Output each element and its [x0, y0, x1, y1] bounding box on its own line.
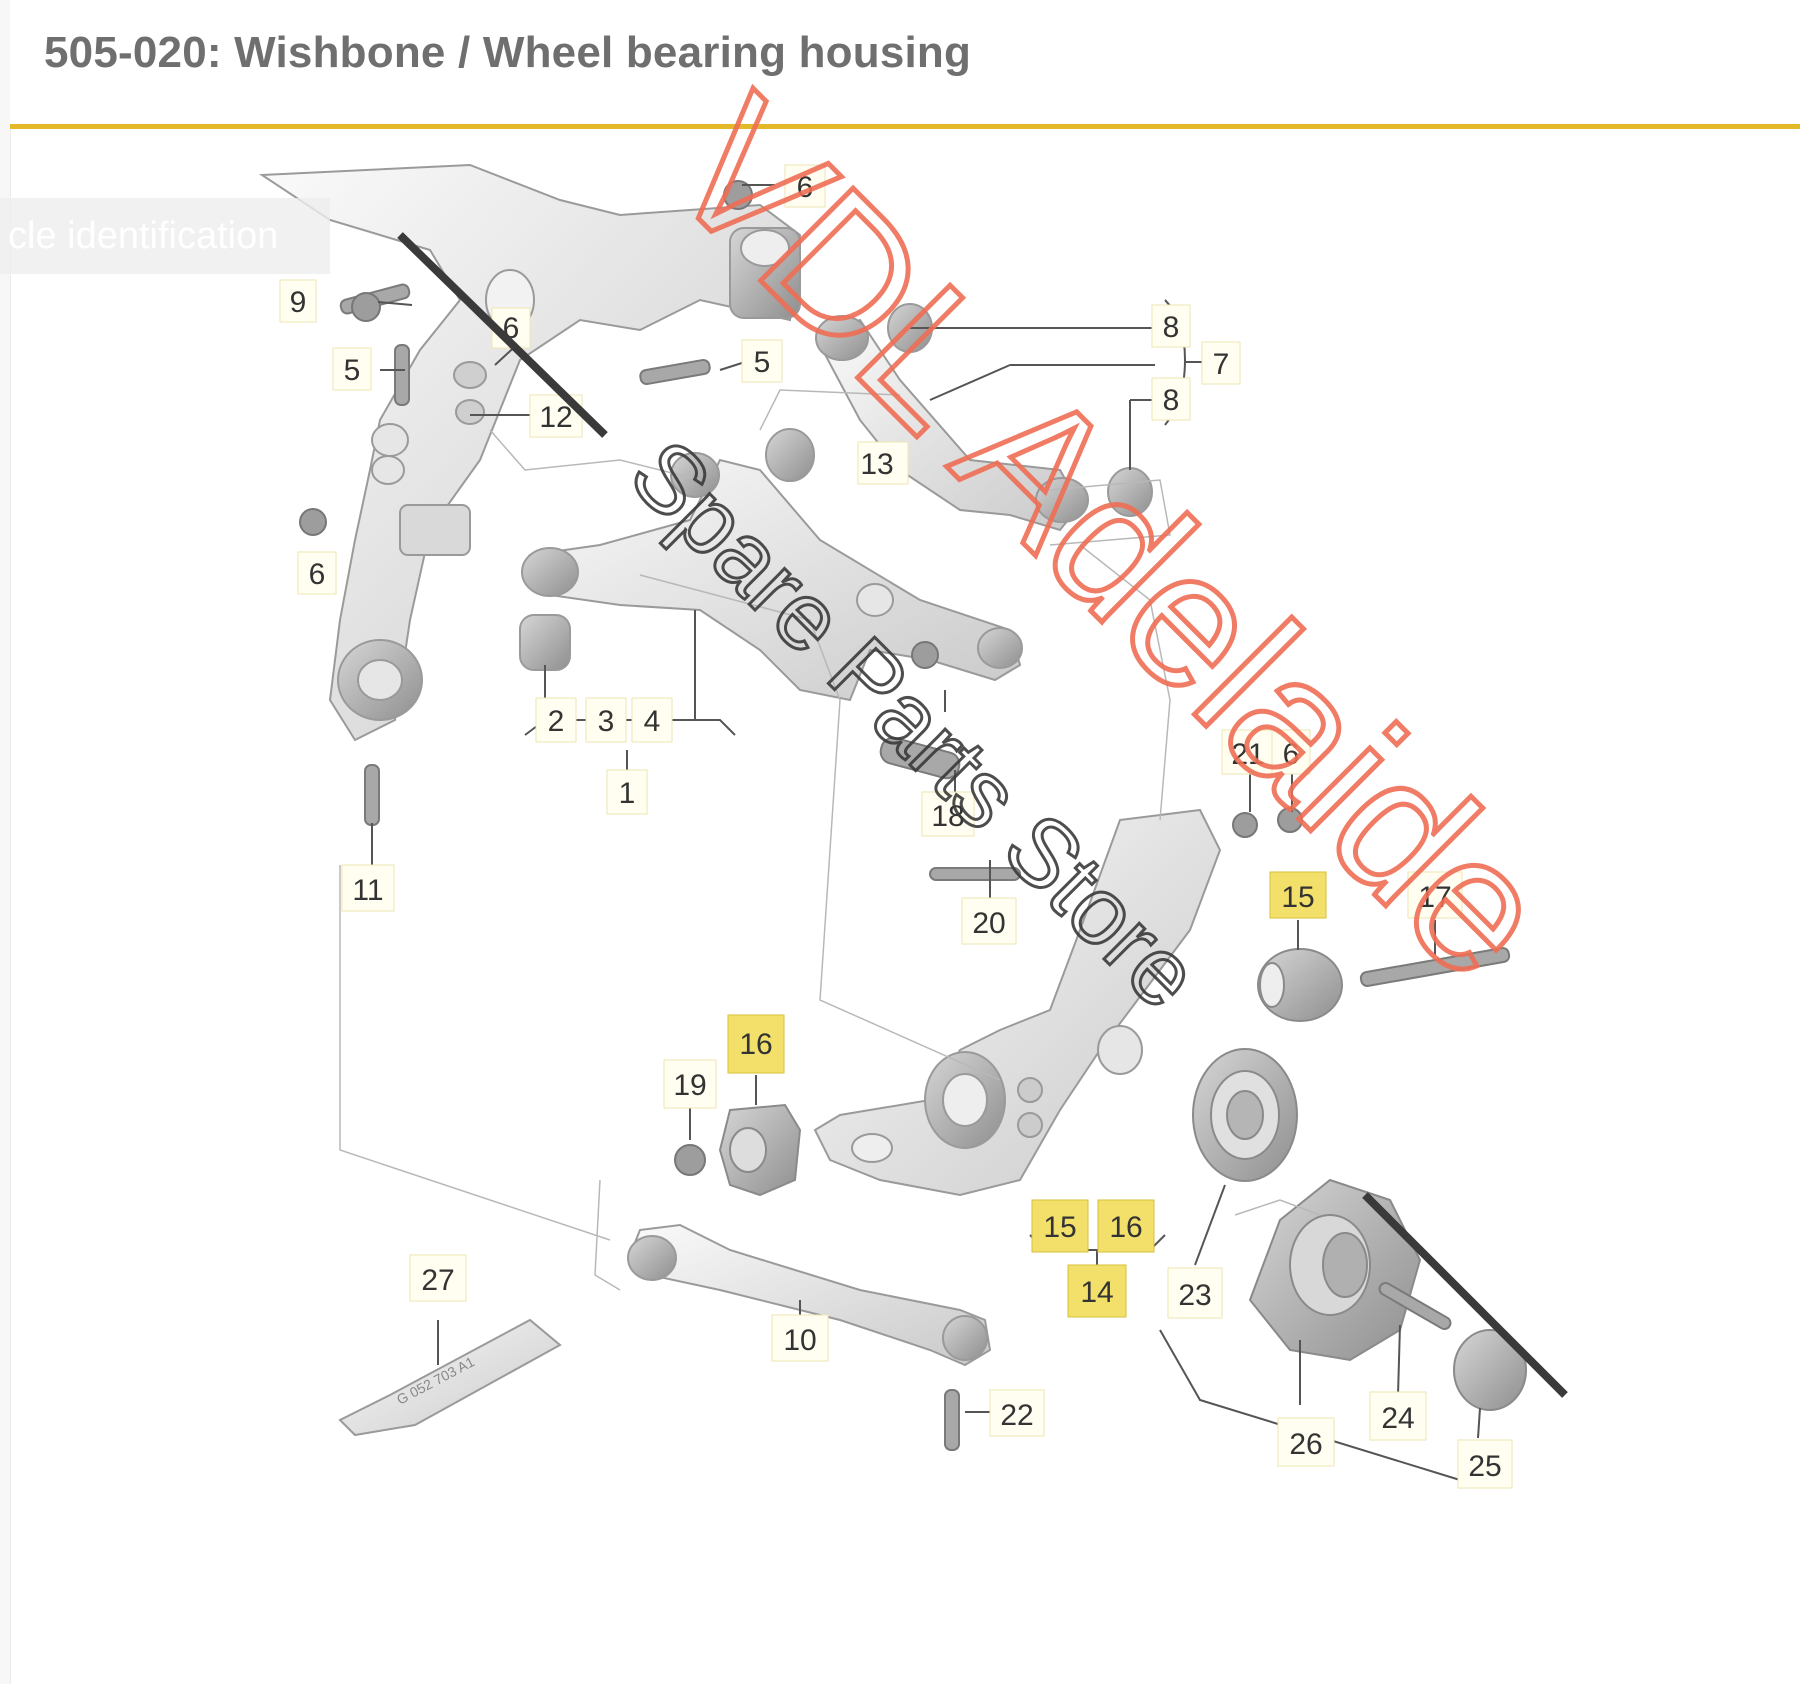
svg-text:16: 16	[1109, 1211, 1142, 1244]
svg-text:13: 13	[860, 448, 893, 481]
callout-26[interactable]: 26	[1277, 1417, 1335, 1467]
svg-text:19: 19	[673, 1069, 706, 1102]
callout-2[interactable]: 2	[535, 697, 577, 743]
callout-9[interactable]: 9	[279, 279, 317, 323]
callout-11[interactable]: 11	[341, 864, 395, 912]
watermark-slash-top	[397, 232, 608, 438]
grease-tube: G 052 703 A1	[338, 1318, 562, 1437]
callout-6a[interactable]: 6	[784, 164, 826, 208]
svg-text:6: 6	[309, 558, 326, 591]
callout-16b[interactable]: 16	[1097, 1199, 1155, 1253]
svg-text:5: 5	[344, 354, 361, 387]
svg-text:16: 16	[739, 1028, 772, 1061]
callout-24[interactable]: 24	[1369, 1391, 1427, 1441]
callout-4[interactable]: 4	[631, 697, 673, 743]
page-title: 505-020: Wishbone / Wheel bearing housin…	[44, 28, 972, 77]
svg-text:15: 15	[1281, 881, 1314, 914]
lower-control-arm	[519, 452, 1023, 702]
callout-1[interactable]: 1	[606, 769, 648, 815]
nuts	[299, 180, 1303, 1176]
subframe	[258, 163, 802, 742]
callout-6c[interactable]: 6	[297, 551, 337, 595]
svg-text:24: 24	[1381, 1402, 1414, 1435]
svg-text:26: 26	[1289, 1428, 1322, 1461]
svg-text:21: 21	[1231, 738, 1264, 771]
callout-3[interactable]: 3	[585, 697, 627, 743]
svg-text:27: 27	[421, 1264, 454, 1297]
svg-text:6: 6	[797, 171, 814, 204]
svg-text:1: 1	[619, 777, 636, 810]
svg-text:15: 15	[1043, 1211, 1076, 1244]
svg-text:10: 10	[783, 1324, 816, 1357]
grouping-outlines	[339, 389, 1321, 1291]
left-border	[0, 0, 11, 1684]
callout-18[interactable]: 18	[921, 791, 975, 837]
callout-17[interactable]: 17	[1407, 871, 1463, 919]
callout-16a[interactable]: 16	[727, 1014, 785, 1074]
watermark-slash-bottom	[1362, 1192, 1568, 1398]
callout-13[interactable]: 13	[857, 441, 909, 485]
callout-labels: 6 9 6 5 5 12 13 8 7 8 6 2 3 4 1 11 18 21…	[279, 164, 1513, 1489]
callout-5b[interactable]: 5	[741, 339, 783, 383]
callout-8b[interactable]: 8	[1151, 377, 1191, 421]
svg-text:25: 25	[1468, 1450, 1501, 1483]
svg-text:2: 2	[548, 705, 565, 738]
callout-23[interactable]: 23	[1167, 1267, 1223, 1319]
callout-20[interactable]: 20	[961, 897, 1017, 945]
wheel-bearing-housing	[813, 808, 1222, 1197]
svg-text:23: 23	[1178, 1279, 1211, 1312]
callout-22[interactable]: 22	[989, 1389, 1045, 1437]
callout-8a[interactable]: 8	[1151, 304, 1191, 348]
wheel-bearing	[1192, 1048, 1298, 1182]
callout-14[interactable]: 14	[1067, 1264, 1127, 1318]
svg-text:5: 5	[754, 346, 771, 379]
svg-text:3: 3	[598, 705, 615, 738]
svg-text:20: 20	[972, 907, 1005, 940]
callout-21[interactable]: 21	[1221, 729, 1275, 775]
dust-cap	[1453, 1329, 1527, 1411]
callout-5a[interactable]: 5	[332, 347, 372, 391]
callout-25[interactable]: 25	[1457, 1439, 1513, 1489]
page-header: 505-020: Wishbone / Wheel bearing housin…	[10, 0, 1800, 128]
callout-7[interactable]: 7	[1201, 341, 1241, 385]
svg-text:18: 18	[931, 800, 964, 833]
callout-27[interactable]: 27	[409, 1254, 467, 1302]
wheel-hub	[1248, 1178, 1422, 1362]
callout-10[interactable]: 10	[771, 1314, 829, 1362]
bushing-15	[1257, 948, 1343, 1022]
svg-text:9: 9	[290, 286, 307, 319]
vehicle-identification-tab[interactable]: cle identification	[0, 198, 330, 274]
callout-6d[interactable]: 6	[1271, 729, 1311, 775]
svg-text:22: 22	[1000, 1399, 1033, 1432]
trailing-link	[627, 1223, 992, 1367]
svg-text:4: 4	[644, 705, 661, 738]
svg-text:14: 14	[1080, 1276, 1113, 1309]
callout-15b[interactable]: 15	[1031, 1199, 1089, 1253]
svg-text:12: 12	[539, 401, 572, 434]
bushing-16	[718, 1103, 802, 1197]
svg-text:8: 8	[1163, 384, 1180, 417]
svg-text:17: 17	[1418, 881, 1451, 914]
upper-wishbone	[765, 303, 1153, 532]
callout-19[interactable]: 19	[663, 1059, 717, 1109]
svg-text:11: 11	[352, 874, 383, 907]
svg-text:8: 8	[1163, 311, 1180, 344]
callout-15a[interactable]: 15	[1269, 871, 1327, 919]
svg-text:6: 6	[1283, 738, 1300, 771]
header-accent-line	[10, 124, 1800, 129]
svg-text:7: 7	[1213, 348, 1230, 381]
